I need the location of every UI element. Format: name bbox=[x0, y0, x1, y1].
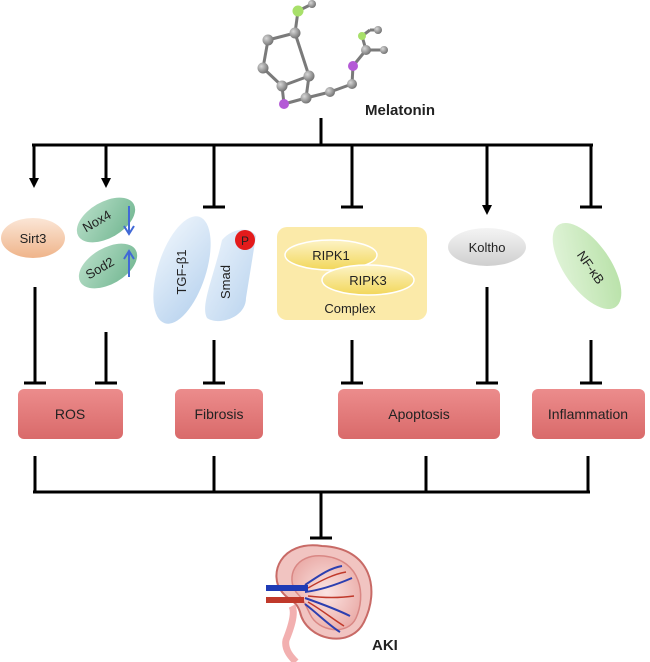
inhibit-nfkb-inflammation bbox=[580, 340, 602, 385]
phosphate-label: P bbox=[241, 234, 249, 248]
ripk1-label: RIPK1 bbox=[312, 248, 350, 263]
ros-box: ROS bbox=[18, 389, 123, 439]
melatonin-ball-and-stick-icon bbox=[257, 0, 388, 109]
phosphate-circle bbox=[235, 230, 255, 250]
fibrosis-label: Fibrosis bbox=[194, 406, 243, 422]
convergence-lines bbox=[33, 456, 590, 540]
ros-label: ROS bbox=[55, 406, 85, 422]
sirt3-label: Sirt3 bbox=[20, 231, 47, 246]
ripk-complex-node: RIPK1 RIPK3 Complex bbox=[277, 227, 427, 320]
smad-label: Smad bbox=[218, 265, 233, 299]
sirt3-node: Sirt3 bbox=[1, 218, 65, 258]
inhibit-complex-apoptosis bbox=[341, 340, 363, 385]
smad-node: Smad P bbox=[205, 229, 256, 322]
sod2-node: Sod2 bbox=[78, 243, 138, 289]
melatonin-distribution-lines bbox=[32, 118, 593, 147]
complex-label: Complex bbox=[324, 301, 376, 316]
inhibit-koltho-apoptosis bbox=[476, 287, 498, 385]
apoptosis-label: Apoptosis bbox=[388, 406, 449, 422]
inhibit-nox4-sod2-ros bbox=[95, 332, 117, 385]
inhibit-smad-fibrosis bbox=[203, 340, 225, 385]
inhibit-tgfb1-smad bbox=[203, 145, 225, 209]
kidney-anatomy-icon bbox=[266, 544, 373, 662]
inflammation-label: Inflammation bbox=[548, 406, 628, 422]
melatonin-label: Melatonin bbox=[365, 102, 435, 119]
fibrosis-box: Fibrosis bbox=[175, 389, 263, 439]
up-arrow-head bbox=[123, 249, 135, 260]
nox4-node: Nox4 bbox=[76, 197, 136, 243]
inhibit-sirt3-ros bbox=[24, 287, 46, 385]
aki-label: AKI bbox=[372, 637, 398, 654]
nfkb-node: NF-κB bbox=[552, 222, 622, 310]
tgfb1-label: TGF-β1 bbox=[174, 249, 189, 294]
ripk3-label: RIPK3 bbox=[349, 273, 387, 288]
koltho-node: Koltho bbox=[448, 228, 526, 266]
inhibit-nfkb bbox=[580, 145, 602, 209]
inflammation-box: Inflammation bbox=[532, 389, 645, 439]
apoptosis-box: Apoptosis bbox=[338, 389, 500, 439]
inhibit-ripk-complex bbox=[341, 145, 363, 209]
tgfb1-node: TGF-β1 bbox=[153, 216, 211, 324]
down-arrow-head bbox=[123, 225, 135, 236]
koltho-label: Koltho bbox=[469, 240, 506, 255]
